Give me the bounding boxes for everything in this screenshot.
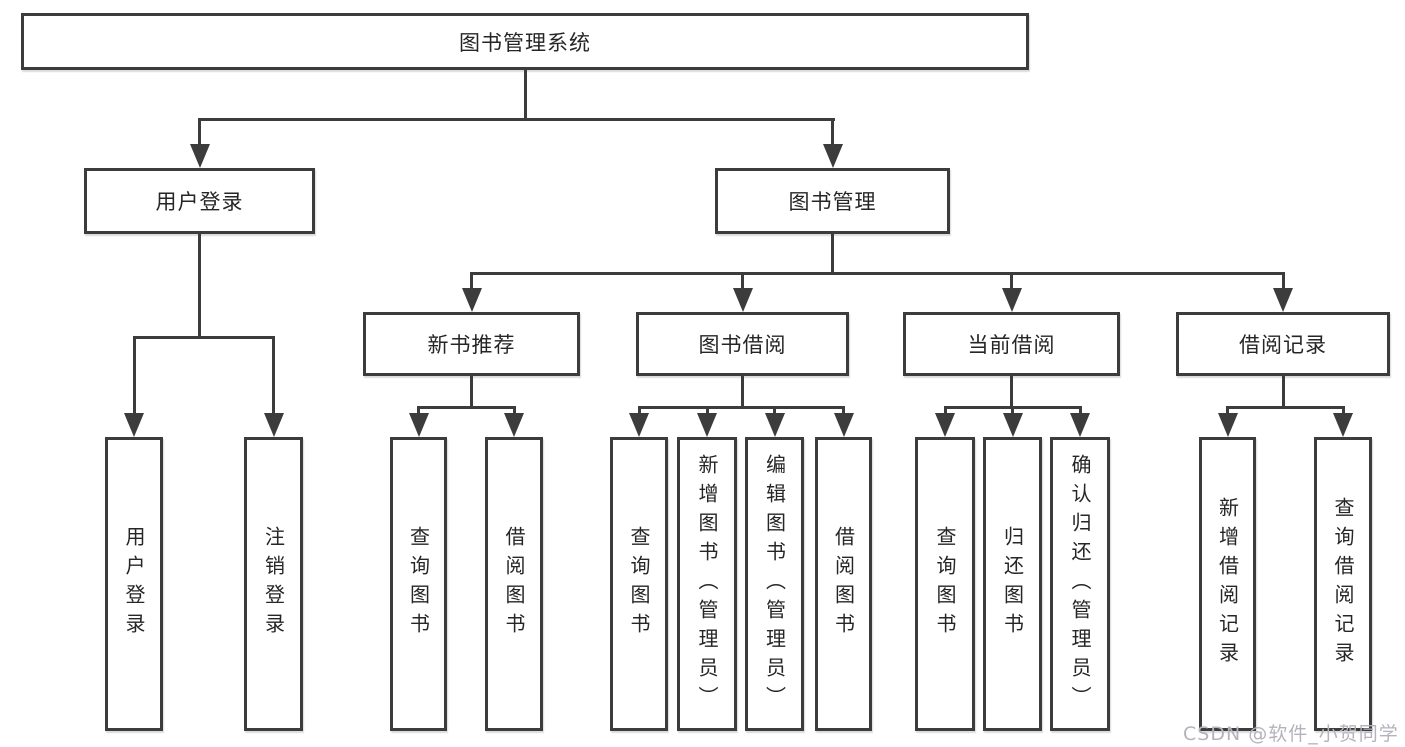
node-borrowing-records-label: 借阅记录 <box>1239 333 1327 357</box>
node-book-management: 图书管理 <box>715 168 950 234</box>
leaf-borrow-books-recommend: 借阅图书 <box>485 437 543 731</box>
arrow-down-icon <box>1218 413 1238 437</box>
leaf-return-book: 归还图书 <box>983 437 1042 731</box>
leaf-confirm-return-admin: 确认归还（管理员） <box>1050 437 1110 731</box>
connector-drop <box>944 406 947 416</box>
node-new-book-recommendation-label: 新书推荐 <box>427 333 516 357</box>
node-current-borrowing-label: 当前借阅 <box>967 333 1056 357</box>
arrow-down-icon <box>190 144 210 168</box>
leaf-query-books-current-label: 查询图书 <box>933 526 957 642</box>
connector-drop-current-borrow <box>1010 272 1013 290</box>
arrow-down-icon <box>697 413 717 437</box>
node-book-borrowing: 图书借阅 <box>636 312 849 376</box>
leaf-query-books-recommend-label: 查询图书 <box>406 526 431 642</box>
leaf-user-login: 用户登录 <box>105 437 163 731</box>
connector-user-login-bar <box>133 336 275 339</box>
arrow-down-icon <box>733 288 753 312</box>
leaf-query-books-borrow-label: 查询图书 <box>627 526 651 642</box>
connector-drop-leaf-user-login <box>133 336 136 415</box>
leaf-query-borrow-record-label: 查询借阅记录 <box>1331 497 1355 671</box>
arrow-down-icon <box>823 144 843 168</box>
arrow-down-icon <box>1003 413 1023 437</box>
connector-root-stem <box>524 69 527 120</box>
connector-current-borrow-stem <box>1010 375 1013 409</box>
connector-level2-bar <box>470 272 1285 275</box>
connector-drop <box>773 406 776 416</box>
connector-drop-leaf-logout <box>272 336 275 415</box>
connector-new-book-bar <box>417 406 516 409</box>
connector-drop <box>1011 406 1014 416</box>
leaf-query-books-recommend: 查询图书 <box>390 437 447 731</box>
arrow-down-icon <box>834 413 854 437</box>
node-user-login: 用户登录 <box>84 168 315 234</box>
leaf-borrow-books-borrow: 借阅图书 <box>815 437 872 731</box>
node-book-borrowing-label: 图书借阅 <box>698 333 787 357</box>
node-borrowing-records: 借阅记录 <box>1176 312 1390 376</box>
arrow-down-icon <box>765 413 785 437</box>
connector-book-borrow-bar <box>638 406 845 409</box>
connector-drop <box>1342 406 1345 416</box>
arrow-down-icon <box>1002 288 1022 312</box>
leaf-confirm-return-admin-label: 确认归还（管理员） <box>1068 453 1092 715</box>
leaf-edit-book-admin: 编辑图书（管理员） <box>745 437 804 731</box>
connector-book-management-stem <box>831 233 834 274</box>
leaf-query-borrow-record: 查询借阅记录 <box>1314 437 1372 731</box>
connector-new-book-stem <box>470 375 473 409</box>
connector-drop <box>513 406 516 416</box>
arrow-down-icon <box>504 413 524 437</box>
connector-drop-borrow-records <box>1282 272 1285 290</box>
leaf-add-borrow-record: 新增借阅记录 <box>1199 437 1256 731</box>
connector-drop-new-book <box>470 272 473 290</box>
connector-drop-book-management <box>831 118 834 146</box>
arrow-down-icon <box>1333 413 1353 437</box>
node-user-login-label: 用户登录 <box>155 190 244 214</box>
leaf-borrow-books-borrow-label: 借阅图书 <box>831 526 856 642</box>
leaf-borrow-books-recommend-label: 借阅图书 <box>502 526 526 642</box>
arrow-down-icon <box>409 413 429 437</box>
connector-drop-user-login <box>198 118 201 146</box>
connector-drop-book-borrow <box>741 272 744 290</box>
leaf-edit-book-admin-label: 编辑图书（管理员） <box>762 453 787 715</box>
arrow-down-icon <box>629 413 649 437</box>
node-root: 图书管理系统 <box>21 13 1029 70</box>
connector-drop <box>706 406 709 416</box>
arrow-down-icon <box>462 288 482 312</box>
watermark: CSDN @软件_小贺同学 <box>1183 723 1399 745</box>
arrow-down-icon <box>1273 288 1293 312</box>
leaf-add-book-admin: 新增图书（管理员） <box>677 437 737 731</box>
leaf-logout-label: 注销登录 <box>261 526 286 642</box>
connector-drop <box>842 406 845 416</box>
leaf-user-login-label: 用户登录 <box>122 526 146 642</box>
node-current-borrowing: 当前借阅 <box>903 312 1120 376</box>
connector-drop <box>1079 406 1082 416</box>
leaf-add-book-admin-label: 新增图书（管理员） <box>695 453 719 715</box>
arrow-down-icon <box>1070 413 1090 437</box>
leaf-query-books-current: 查询图书 <box>915 437 975 731</box>
connector-level1-bar <box>198 118 835 121</box>
arrow-down-icon <box>935 413 955 437</box>
connector-borrow-records-stem <box>1282 375 1285 409</box>
connector-drop <box>1226 406 1229 416</box>
connector-book-borrow-stem <box>741 375 744 409</box>
connector-user-login-stem <box>198 233 201 338</box>
arrow-down-icon <box>124 413 144 437</box>
node-new-book-recommendation: 新书推荐 <box>363 312 580 376</box>
connector-borrow-records-bar <box>1226 406 1344 409</box>
leaf-logout: 注销登录 <box>244 437 303 731</box>
leaf-add-borrow-record-label: 新增借阅记录 <box>1215 497 1240 671</box>
node-book-management-label: 图书管理 <box>788 190 877 214</box>
connector-drop <box>417 406 420 416</box>
leaf-query-books-borrow: 查询图书 <box>610 437 668 731</box>
node-root-label: 图书管理系统 <box>459 30 591 55</box>
leaf-return-book-label: 归还图书 <box>1000 526 1025 642</box>
arrow-down-icon <box>264 413 284 437</box>
connector-drop <box>638 406 641 416</box>
